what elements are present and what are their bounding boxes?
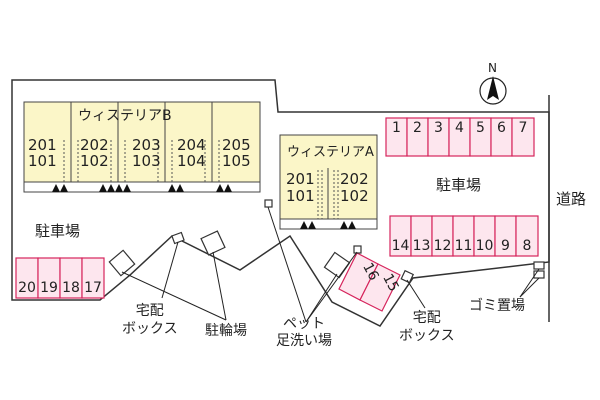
- site-boundary: [11, 79, 550, 327]
- parking-stall-number: 18: [62, 280, 80, 296]
- unit-number: 202: [340, 170, 369, 188]
- bicycle-parking-label: 駐輪場: [205, 323, 247, 339]
- delivery-box-right: [400, 269, 415, 284]
- unit-number: 103: [132, 152, 161, 170]
- unit-number: 101: [286, 187, 315, 205]
- building-a: [279, 134, 378, 230]
- building-a-name: ウィステリアA: [287, 145, 374, 160]
- parking-stall-number: 17: [84, 280, 102, 296]
- delivery-box-left-label: 宅配 ボックス: [122, 303, 178, 337]
- parking-stall-number: 10: [475, 238, 494, 254]
- garbage-box-1: [533, 261, 545, 270]
- north-arrow-icon: [479, 76, 507, 105]
- parking-middle-right: [389, 215, 539, 257]
- parking-stall-number: 14: [391, 238, 410, 254]
- parking-top-right: [385, 117, 535, 157]
- parking-stall-number: 4: [455, 120, 464, 136]
- delivery-box-left: [171, 231, 185, 245]
- parking-left: [15, 257, 105, 299]
- building-b-name: ウィステリアB: [78, 108, 172, 124]
- unit-number: 204: [177, 136, 206, 154]
- unit-number: 202: [80, 136, 109, 154]
- parking-stall-number: 13: [412, 238, 431, 254]
- unit-number: 104: [177, 152, 206, 170]
- unit-number: 201: [286, 170, 315, 188]
- unit-number: 205: [222, 136, 251, 154]
- unit-number: 102: [80, 152, 109, 170]
- road-label: 道路: [556, 190, 587, 208]
- unit-number: 203: [132, 136, 161, 154]
- unit-number: 105: [222, 152, 251, 170]
- parking-stall-number: 1: [392, 120, 401, 136]
- parking-stall-number: 11: [454, 238, 473, 254]
- parking-stall-number: 8: [522, 238, 532, 254]
- parking-label-left: 駐車場: [35, 222, 81, 240]
- parking-stall-number: 2: [413, 120, 422, 136]
- garbage-label: ゴミ置場: [469, 298, 525, 314]
- unit-number: 101: [28, 152, 57, 170]
- bike-box-left: [108, 249, 136, 277]
- parking-stall-number: 19: [40, 280, 58, 296]
- parking-stall-number: 5: [476, 120, 485, 136]
- parking-stall-number: 3: [434, 120, 443, 136]
- pet-wash-label: ペット 足洗い場: [276, 316, 332, 349]
- parking-label-right: 駐車場: [436, 176, 482, 194]
- small-marker-2: [353, 245, 362, 254]
- building-b: [23, 101, 261, 193]
- unit-number: 102: [340, 187, 369, 205]
- parking-stall-number: 12: [433, 238, 452, 254]
- unit-number: 201: [28, 136, 57, 154]
- pet-wash-station: [323, 251, 351, 279]
- parking-stall-number: 20: [18, 280, 36, 296]
- parking-stall-number: 9: [501, 238, 510, 254]
- bicycle-shed: [200, 230, 226, 256]
- compass-letter: N: [488, 61, 497, 75]
- parking-stall-number: 6: [497, 120, 506, 136]
- small-marker-1: [264, 199, 273, 208]
- parking-stall-number: 7: [518, 120, 528, 136]
- delivery-box-right-label: 宅配 ボックス: [399, 310, 455, 344]
- parking-angled: [338, 252, 401, 312]
